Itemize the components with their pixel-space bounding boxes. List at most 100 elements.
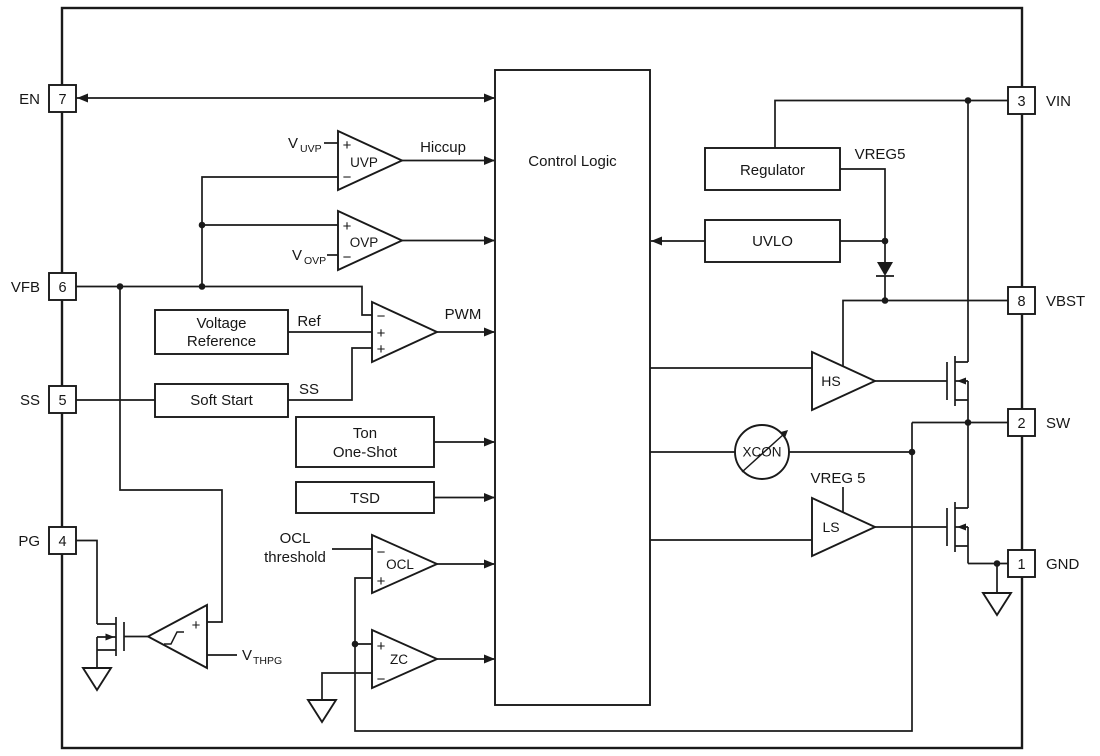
uvp-minus-sign: − (343, 169, 352, 186)
label-ocl: OCL (386, 557, 414, 572)
junction-dot (993, 560, 1001, 567)
pg-plus-sign: + (192, 617, 201, 634)
label-ss-signal: SS (299, 381, 319, 398)
zc-plus-sign: + (377, 638, 386, 655)
comparator-zc (371, 628, 440, 690)
label-uvlo: UVLO (752, 233, 793, 250)
arrow-pwm-to-logic (484, 327, 495, 337)
arrow-ton-to-logic (484, 437, 495, 447)
label-vthpg-sub: THPG (253, 655, 282, 667)
pwm-plus-sign-2: + (377, 341, 386, 358)
label-vuvp-base: V (288, 135, 298, 152)
pin-box-vin (1007, 86, 1036, 115)
arrow-uvp-to-logic (484, 156, 495, 165)
comparator-uvp (337, 129, 405, 192)
junction-dot (881, 297, 889, 304)
label-ovp: OVP (350, 235, 379, 250)
ovp-minus-sign: − (343, 249, 352, 266)
wire-ss-to-pwm (288, 347, 372, 401)
label-vovp-sub: OVP (304, 255, 326, 267)
zc-minus-sign: − (377, 671, 386, 688)
label-hs: HS (821, 373, 840, 389)
label-ocl-threshold-line1: OCL (280, 530, 311, 547)
label-hiccup: Hiccup (420, 139, 466, 156)
block-soft-start (154, 383, 289, 418)
label-ls: LS (822, 519, 839, 535)
junction-dot (198, 283, 206, 290)
ground-symbol-pg (81, 667, 113, 692)
pin-box-en (48, 84, 77, 113)
label-vuvp-sub: UVP (300, 143, 322, 155)
label-vthpg-base: V (242, 647, 252, 664)
pin-label-vbst: VBST (1046, 293, 1085, 310)
pin-box-pg (48, 526, 77, 555)
junction-dot (116, 283, 124, 290)
label-regulator: Regulator (740, 162, 805, 179)
label-voltage-reference-line1: Voltage (196, 315, 246, 332)
wire-vfb-to-uvp-ovp (201, 176, 338, 287)
label-ref: Ref (297, 313, 321, 330)
junction-dot (964, 419, 972, 426)
arrow-zc-to-logic (484, 654, 495, 664)
ic-outline (60, 6, 1024, 750)
label-ocl-threshold-line2: threshold (264, 549, 326, 566)
block-regulator (704, 147, 841, 191)
arrow-tsd-to-logic (484, 493, 495, 502)
comparator-pg (145, 603, 208, 670)
wire-vbst (842, 299, 1008, 366)
arrow-ovp-to-logic (484, 236, 495, 245)
label-zc: ZC (390, 652, 408, 667)
wire-vfb-to-pg-comparator (119, 286, 223, 623)
driver-hs (811, 350, 878, 412)
pin-label-gnd: GND (1046, 556, 1080, 573)
label-uvp: UVP (350, 155, 378, 170)
label-soft-start: Soft Start (190, 392, 253, 409)
mosfet-low-side (946, 502, 969, 552)
pin-label-vin: VIN (1046, 93, 1071, 110)
pin-box-ss (48, 385, 77, 414)
junction-dot (964, 97, 972, 104)
pin-label-vfb: VFB (11, 279, 40, 296)
ocl-minus-sign: − (377, 544, 386, 561)
arrow-uvlo-to-logic (651, 236, 662, 246)
pin-label-ss: SS (20, 392, 40, 409)
xcon-arrowhead (779, 430, 788, 439)
label-vreg5-ls: VREG 5 (810, 470, 865, 487)
diode-anode-triangle (877, 262, 893, 276)
block-voltage-reference (154, 309, 289, 355)
pin-number-ss: 5 (58, 393, 66, 409)
label-xcon: XCON (742, 445, 781, 460)
pin-box-gnd (1007, 549, 1036, 578)
pin-label-pg: PG (18, 533, 40, 550)
block-tsd (295, 481, 435, 514)
wire-zc-ground (321, 672, 372, 700)
label-voltage-reference-line2: Reference (187, 333, 256, 350)
wire-vin (774, 99, 1008, 148)
pin-number-vin: 3 (1017, 94, 1025, 110)
pwm-plus-sign-1: + (377, 325, 386, 342)
pin-label-sw: SW (1046, 415, 1071, 432)
pin-number-gnd: 1 (1017, 557, 1025, 573)
label-control-logic: Control Logic (528, 153, 617, 170)
mosfet-pg (96, 617, 125, 656)
block-control-logic (494, 69, 651, 706)
label-ton-line1: Ton (353, 425, 377, 442)
label-tsd: TSD (350, 490, 380, 507)
ocl-plus-sign: + (377, 573, 386, 590)
ovp-plus-sign: + (343, 218, 352, 235)
pin-box-vfb (48, 272, 77, 301)
label-ton-line2: One-Shot (333, 444, 398, 461)
pg-fet-body-arrow (105, 633, 115, 641)
arrow-en-to-pin (77, 93, 88, 103)
junction-dot (351, 640, 359, 648)
block-uvlo (704, 219, 841, 263)
pin-number-pg: 4 (58, 534, 66, 550)
pin-number-vfb: 6 (58, 280, 66, 296)
arrow-en-to-logic (484, 93, 495, 103)
pwm-minus-sign: − (377, 308, 386, 325)
pin-label-en: EN (19, 91, 40, 108)
junction-dot (198, 221, 206, 229)
label-vovp-base: V (292, 247, 302, 264)
